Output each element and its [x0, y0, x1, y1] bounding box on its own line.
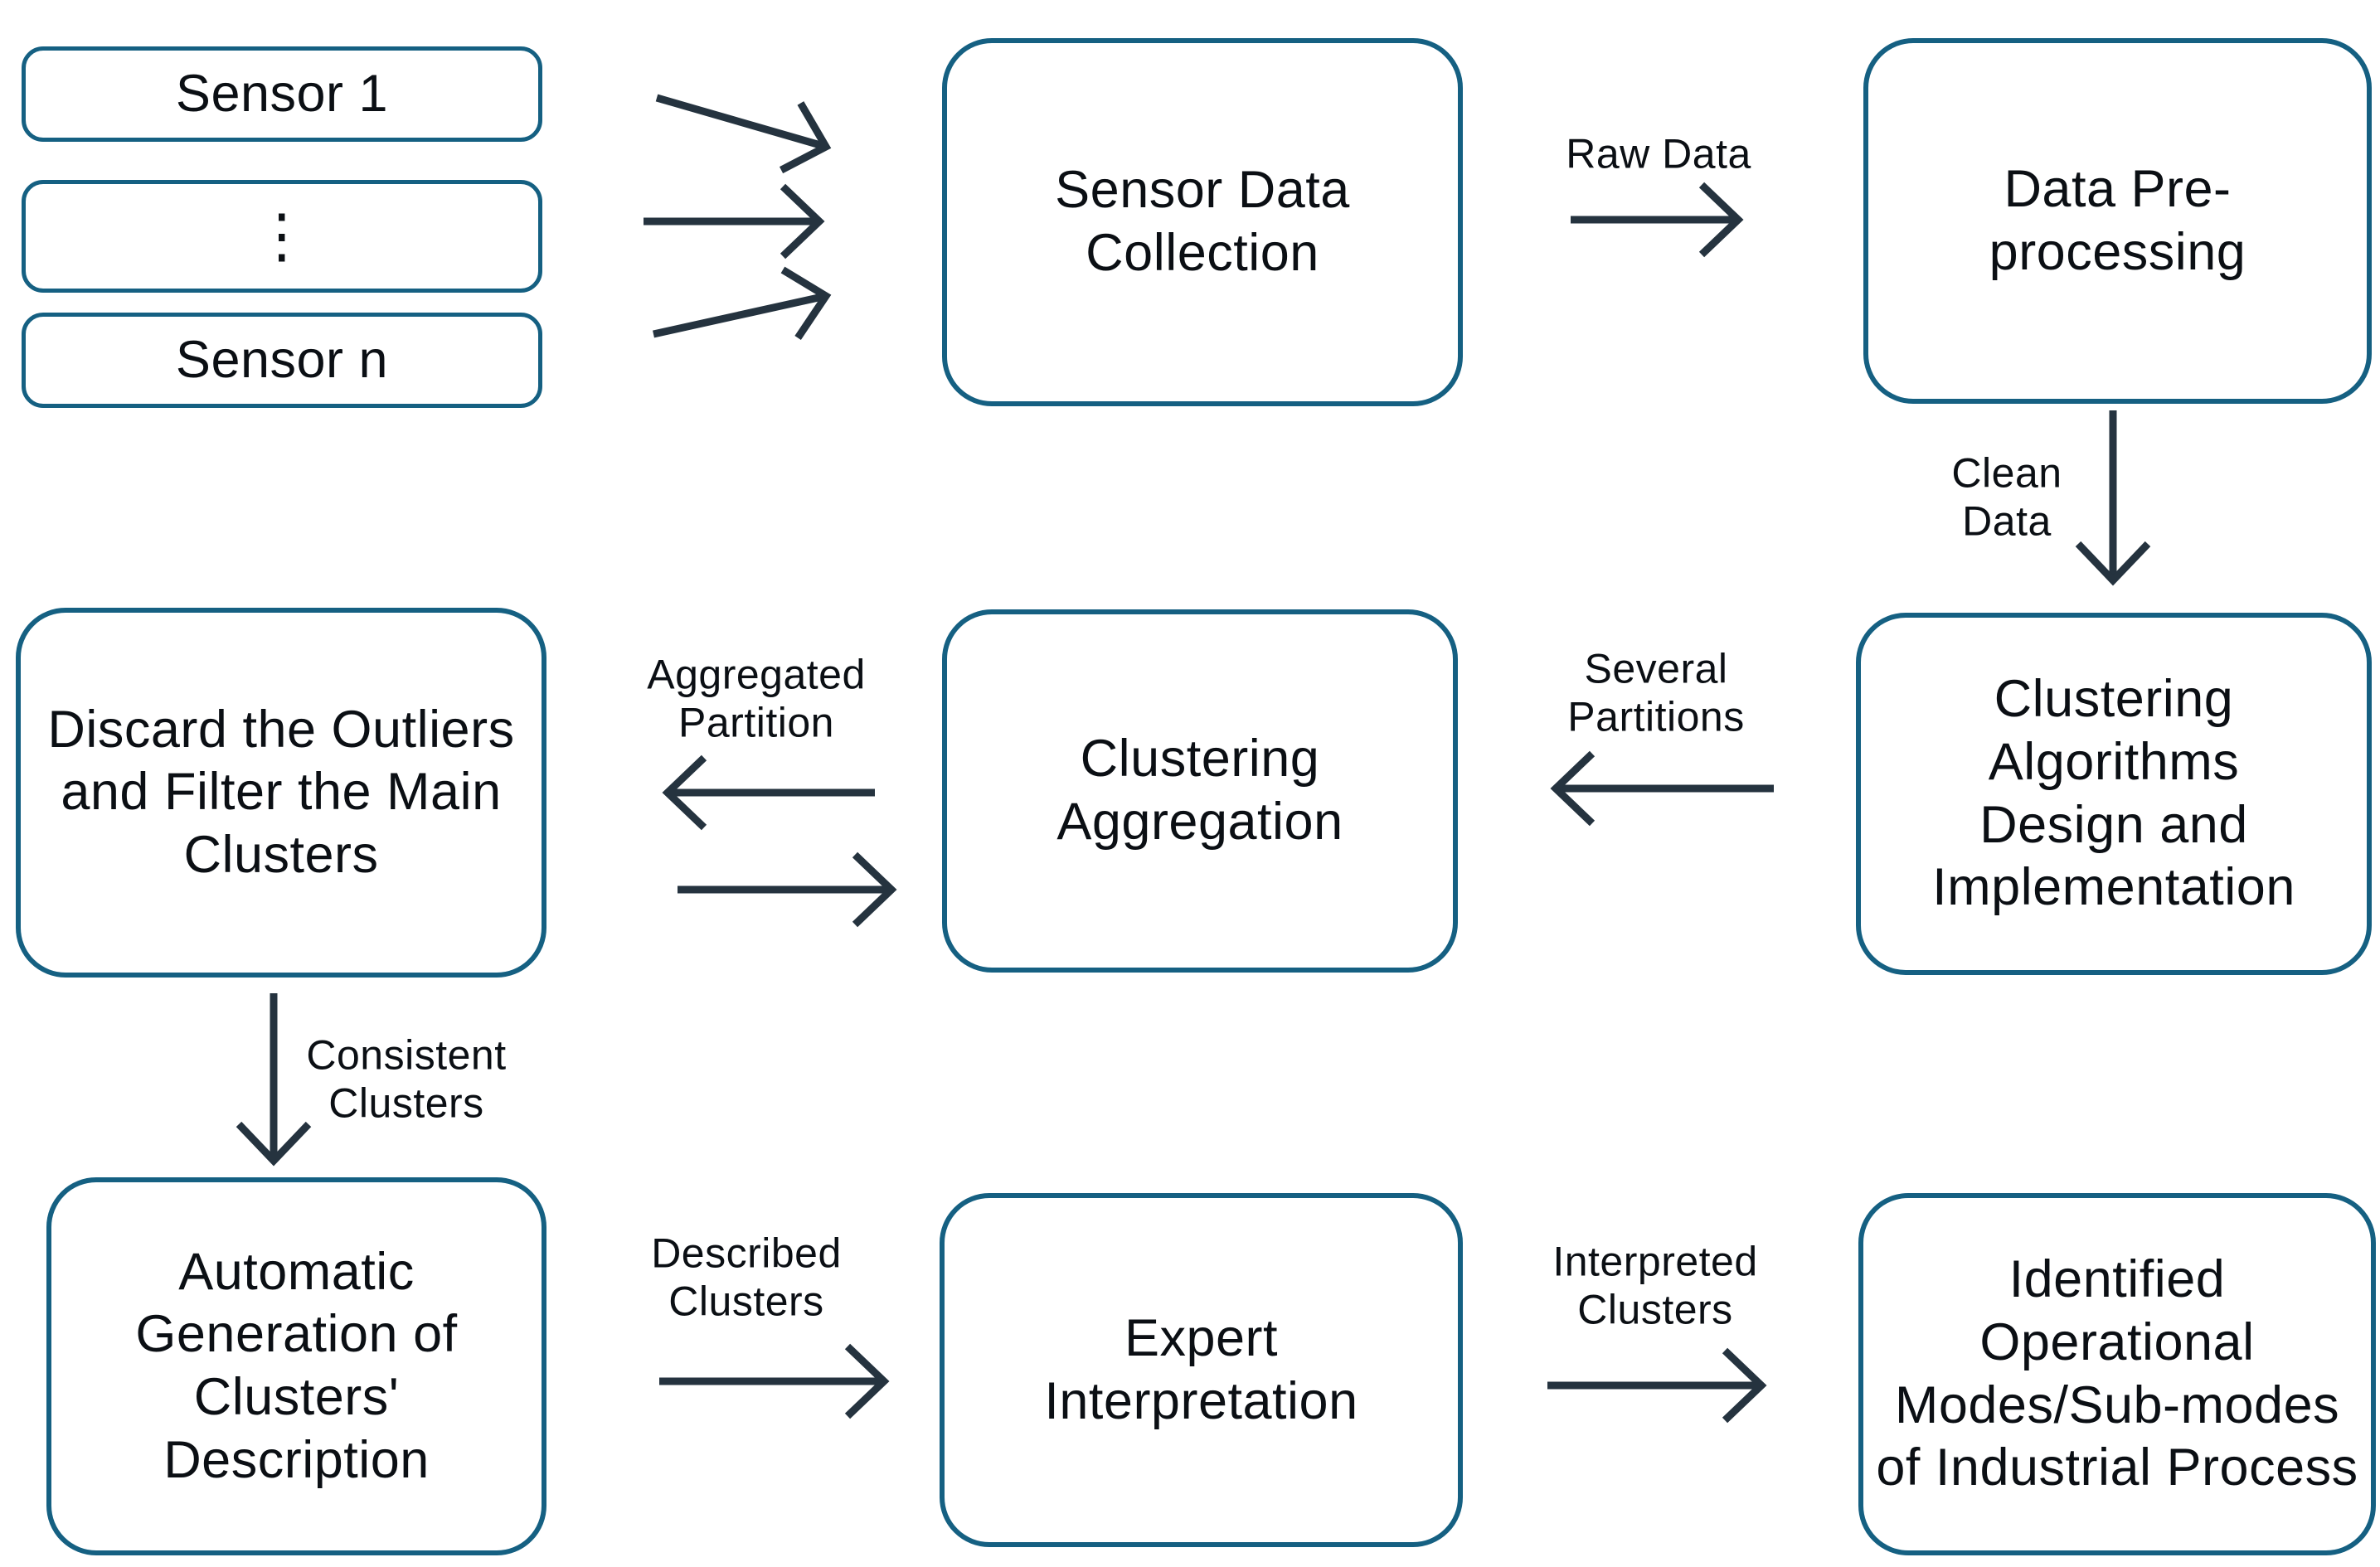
- node-data-pre-processing: Data Pre-processing: [1863, 38, 2372, 404]
- node-sensor-ellipsis: ⋮: [22, 180, 542, 293]
- node-sensor-1-label: Sensor 1: [175, 64, 389, 123]
- node-automatic-generation-label: Automatic Generation of Clusters' Descri…: [135, 1242, 458, 1489]
- node-automatic-generation: Automatic Generation of Clusters' Descri…: [46, 1177, 546, 1555]
- node-identified-modes: Identified Operational Modes/Sub-modes o…: [1858, 1193, 2376, 1555]
- node-sensor-data-collection: Sensor Data Collection: [942, 38, 1463, 406]
- node-identified-modes-label: Identified Operational Modes/Sub-modes o…: [1876, 1250, 2358, 1497]
- node-sensor-n: Sensor n: [22, 313, 542, 408]
- edge-label-several-partitions: Several Partitions: [1567, 645, 1745, 740]
- node-sensor-1: Sensor 1: [22, 46, 542, 142]
- edge-label-consistent-clusters: Consistent Clusters: [306, 1031, 507, 1127]
- node-expert-interpretation-label: Expert Interpretation: [1044, 1308, 1358, 1430]
- node-clustering-aggregation: Clustering Aggregation: [942, 609, 1458, 973]
- node-expert-interpretation: Expert Interpretation: [940, 1193, 1463, 1547]
- node-clustering-algorithms: Clustering Algorithms Design and Impleme…: [1856, 613, 2372, 975]
- sensor-n-arrow: [653, 266, 832, 341]
- edge-label-aggregated-partition: Aggregated Partition: [647, 651, 866, 746]
- node-sensor-data-collection-label: Sensor Data Collection: [1055, 161, 1350, 282]
- edge-label-raw-data: Raw Data: [1566, 130, 1751, 177]
- sensor-1-arrow: [655, 94, 832, 174]
- node-data-pre-processing-label: Data Pre-processing: [1989, 159, 2246, 281]
- node-discard-outliers-label: Discard the Outliers and Filter the Main…: [47, 700, 515, 884]
- node-clustering-aggregation-label: Clustering Aggregation: [1056, 730, 1343, 851]
- vertical-ellipsis-glyph: ⋮: [251, 203, 313, 269]
- edge-label-clean-data: Clean Data: [1951, 449, 2062, 545]
- node-clustering-algorithms-label: Clustering Algorithms Design and Impleme…: [1932, 670, 2295, 917]
- edge-label-described-clusters: Described Clusters: [651, 1230, 842, 1325]
- node-discard-outliers: Discard the Outliers and Filter the Main…: [16, 608, 546, 978]
- node-sensor-n-label: Sensor n: [175, 330, 389, 389]
- edge-label-interpreted-clusters: Interpreted Clusters: [1552, 1238, 1758, 1333]
